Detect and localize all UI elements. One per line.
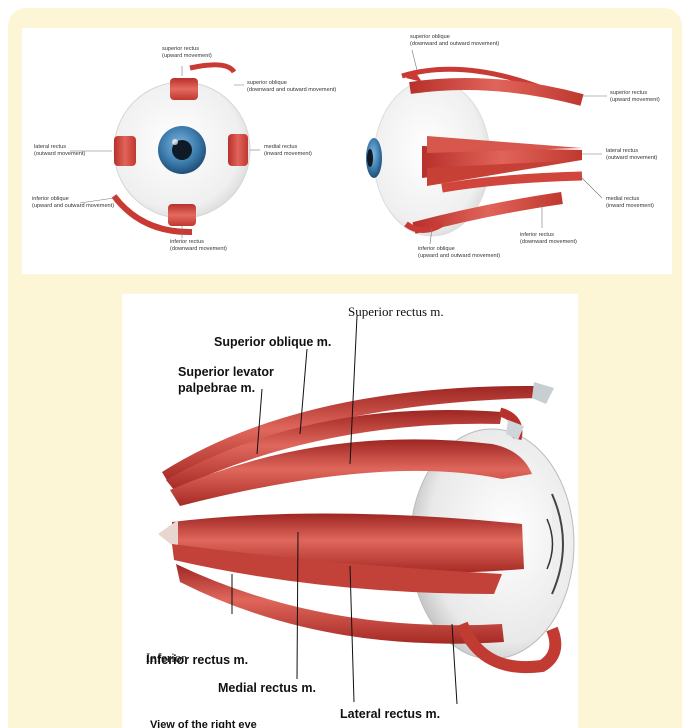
label-inferior-rectus: Inferior rectus m. xyxy=(146,653,248,667)
front-lateral-rectus xyxy=(114,136,136,166)
front-superior-oblique xyxy=(190,65,234,72)
figure-frame: superior rectus (upward movement) superi… xyxy=(8,8,682,728)
front-medial-rectus xyxy=(228,134,248,166)
label-lateral-rectus: Lateral rectus m. xyxy=(340,707,440,721)
eye-muscles-lateral-view: Superior rectus m. Superior oblique m. S… xyxy=(122,294,578,728)
top-diagram-panel: superior rectus (upward movement) superi… xyxy=(22,28,672,274)
front-label-superior-oblique: superior oblique (downward and outward m… xyxy=(247,80,336,93)
side-label-inferior-oblique: inferior oblique (upward and outward mov… xyxy=(418,246,500,259)
bottom-diagram-panel: Superior rectus m. Superior oblique m. S… xyxy=(122,294,578,728)
side-label-inferior-rectus: inferior rectus (downward movement) xyxy=(520,232,577,245)
front-label-medial-rectus: medial rectus (inward movement) xyxy=(264,144,312,157)
side-view-eye xyxy=(366,69,582,236)
front-view-eye xyxy=(114,65,250,232)
label-medial-rectus: Medial rectus m. xyxy=(218,681,316,695)
front-label-superior-rectus: superior rectus (upward movement) xyxy=(162,46,212,59)
front-label-inferior-rectus: inferior rectus (downward movement) xyxy=(170,239,227,252)
front-inferior-rectus xyxy=(168,204,196,226)
side-label-superior-rectus: superior rectus (upward movement) xyxy=(610,90,660,103)
label-superior-oblique: Superior oblique m. xyxy=(214,335,331,349)
caption-fragment: View of the right eye xyxy=(150,719,257,728)
label-superior-levator-palpebrae: Superior levator palpebrae m. xyxy=(178,365,277,395)
label-superior-rectus: Superior rectus m. xyxy=(348,304,444,319)
front-label-inferior-oblique: inferior oblique (upward and outward mov… xyxy=(32,196,114,209)
side-label-superior-oblique: superior oblique (downward and outward m… xyxy=(410,34,499,47)
side-label-medial-rectus: medial rectus (inward movement) xyxy=(606,196,654,209)
side-label-lateral-rectus: lateral rectus (outward movement) xyxy=(606,148,657,161)
eye-muscles-front-and-side-view: superior rectus (upward movement) superi… xyxy=(22,28,672,274)
front-superior-rectus xyxy=(170,78,198,100)
front-label-lateral-rectus: lateral rectus (outward movement) xyxy=(34,144,85,157)
